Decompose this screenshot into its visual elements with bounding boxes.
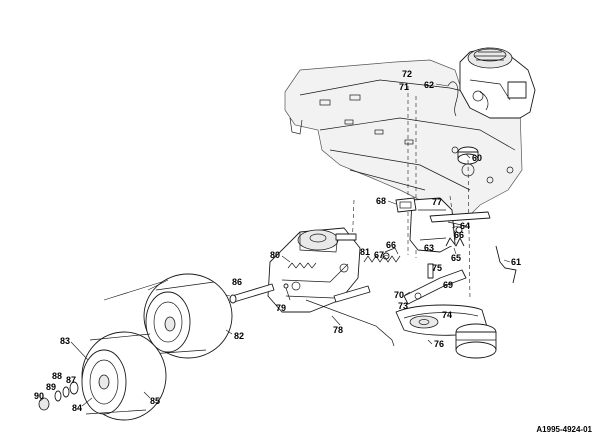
- callout-87: 87: [66, 375, 76, 385]
- callout-74: 74: [442, 310, 452, 320]
- callout-89: 89: [46, 382, 56, 392]
- callout-66b: 66: [386, 240, 396, 250]
- callout-72: 72: [402, 69, 412, 79]
- pin-75: [427, 263, 434, 279]
- callout-81: 81: [360, 247, 370, 257]
- callout-66: 66: [454, 230, 464, 240]
- shift-rod: [495, 245, 517, 284]
- idler-rod: [429, 211, 491, 223]
- callout-62: 62: [424, 80, 434, 90]
- callout-63: 63: [424, 243, 434, 253]
- callout-64: 64: [460, 221, 470, 231]
- harness-wire: [479, 91, 489, 111]
- callout-83: 83: [60, 336, 70, 346]
- hub-hardware: [38, 381, 79, 411]
- callout-77: 77: [432, 197, 442, 207]
- callout-60: 60: [472, 153, 482, 163]
- callout-69: 69: [443, 280, 453, 290]
- callout-75: 75: [432, 263, 442, 273]
- callout-82: 82: [234, 331, 244, 341]
- bolt-79: [285, 287, 291, 301]
- drawing-id: A1995-4924-01: [536, 425, 592, 434]
- engine: [459, 47, 536, 119]
- callout-84: 84: [72, 403, 82, 413]
- callouts: 60 61 62 63 64 65 66 66 67 68 69 70 71 7…: [34, 69, 521, 413]
- idler-arm: [403, 269, 467, 305]
- callout-90: 90: [34, 391, 44, 401]
- rear-wheel-82: [143, 273, 233, 359]
- callout-67: 67: [374, 250, 384, 260]
- guide-plate: [395, 197, 417, 213]
- idler-pulley: [409, 315, 439, 329]
- rear-wheel-85: [81, 331, 167, 421]
- rear-axle-right: [333, 285, 371, 303]
- callout-85: 85: [150, 396, 160, 406]
- callout-65: 65: [451, 253, 461, 263]
- callout-78: 78: [333, 325, 343, 335]
- callout-79: 79: [276, 303, 286, 313]
- transaxle: [267, 227, 361, 313]
- tension-hardware: [382, 221, 467, 260]
- tension-spring: [363, 255, 401, 263]
- callout-80: 80: [270, 250, 280, 260]
- callout-70: 70: [394, 290, 404, 300]
- return-spring: [287, 262, 317, 269]
- callout-61: 61: [511, 257, 521, 267]
- callout-68: 68: [376, 196, 386, 206]
- throttle-cable: [447, 81, 459, 117]
- clutch-assembly: [455, 323, 497, 359]
- callout-76: 76: [434, 339, 444, 349]
- callout-73: 73: [398, 301, 408, 311]
- engine-pulley: [457, 146, 479, 165]
- brake-rod: [305, 299, 395, 347]
- callout-88: 88: [52, 371, 62, 381]
- callout-86: 86: [232, 277, 242, 287]
- callout-71: 71: [399, 82, 409, 92]
